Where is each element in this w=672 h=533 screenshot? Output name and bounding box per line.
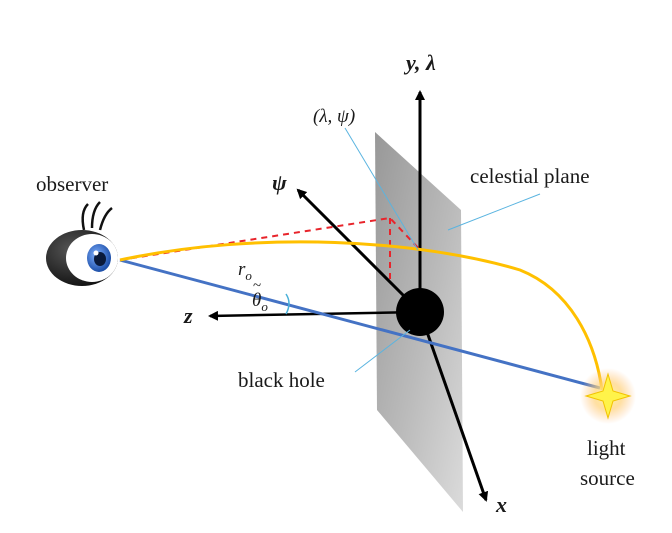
r-o-symbol: r xyxy=(238,259,246,280)
light-label: light xyxy=(587,436,626,460)
x-axis-label: x xyxy=(496,492,507,517)
black-hole-callout-line xyxy=(354,329,411,373)
observer-label: observer xyxy=(36,172,109,196)
psi-axis-label: ψ xyxy=(272,170,287,195)
theta-angle-arc xyxy=(285,293,290,315)
source-label: source xyxy=(580,466,635,490)
black-hole-label: black hole xyxy=(238,368,325,392)
z-axis xyxy=(208,310,421,321)
light-source-star-icon xyxy=(584,372,632,420)
r-o-subscript: o xyxy=(245,267,252,283)
theta-o-label: ~θo xyxy=(252,278,268,315)
celestial-plane-label: celestial plane xyxy=(470,164,590,188)
celestial-plane-callout-line xyxy=(447,193,541,231)
theta-o-tilde: ~ xyxy=(253,278,262,294)
lambda-psi-label: (λ, ψ) xyxy=(313,106,356,127)
theta-o-symbol: θ xyxy=(252,290,262,311)
observer-to-source-line xyxy=(119,258,601,390)
lambda-psi-callout-line xyxy=(344,127,419,251)
y-lambda-axis-label: y, λ xyxy=(406,50,436,75)
z-axis-label: z xyxy=(184,303,193,328)
r-o-label: ro xyxy=(238,259,252,284)
theta-o-subscript: o xyxy=(261,298,268,314)
psi-axis xyxy=(296,188,422,314)
light-ray-path xyxy=(119,240,604,391)
black-hole xyxy=(396,288,444,336)
projection-dashed-lines xyxy=(119,216,421,261)
observer-eye-icon xyxy=(46,201,118,286)
